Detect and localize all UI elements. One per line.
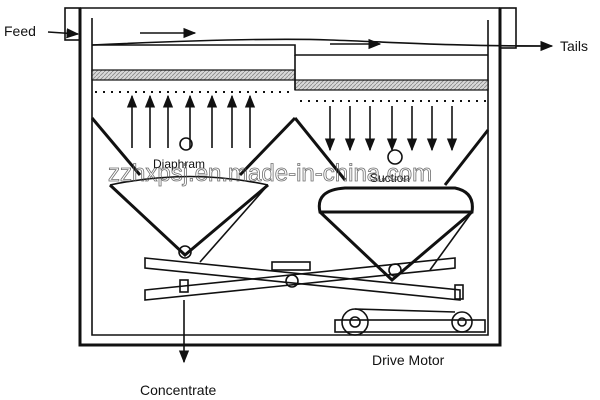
drive-motor-label: Drive Motor [372,352,445,368]
tails-label: Tails [560,38,588,54]
upward-flow-arrows [126,94,256,148]
dotted-bed-lines [95,91,486,102]
feed-box [64,7,517,49]
screen-beds [91,55,489,91]
drive-beams [144,257,464,301]
feed-arrow [47,28,80,39]
hutch-walls [90,116,490,186]
tank-outline [78,7,502,347]
concentrate-label: Concentrate [140,382,216,398]
watermark: zzhxpsj.en.made-in-china.com [108,160,432,187]
drive-motor [334,308,486,336]
downward-flow-arrows [324,106,458,152]
suction-label: Suction [370,171,410,185]
feed-label: Feed [4,23,36,39]
left-diaphragm-cone [108,137,269,263]
diaphragm-label: Diaphram [153,157,205,171]
flow-lines [91,27,541,56]
